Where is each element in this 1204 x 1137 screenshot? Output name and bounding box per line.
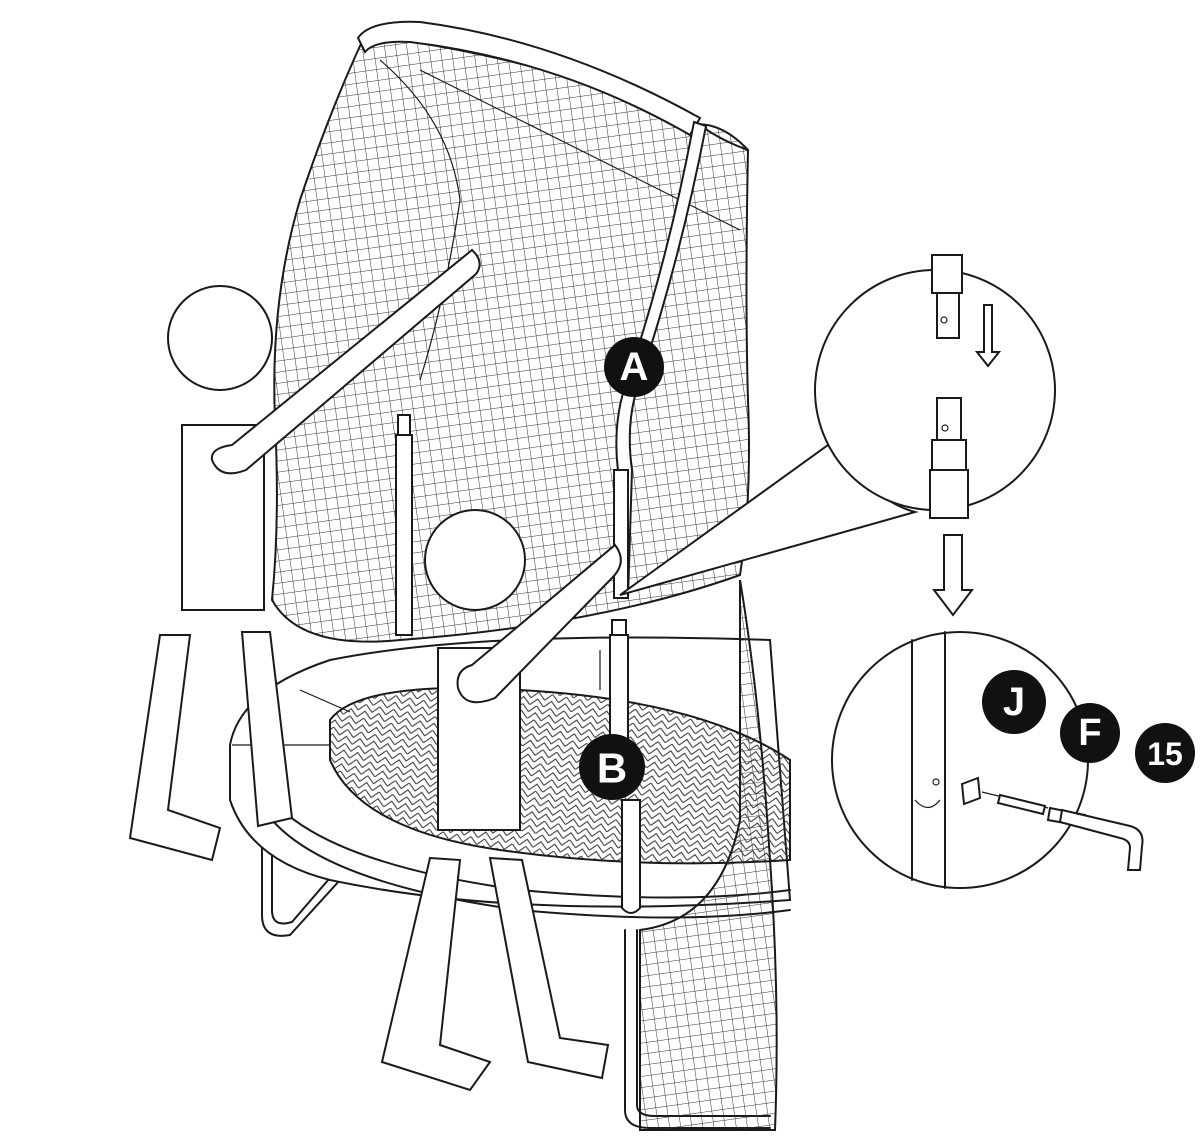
label-a-text: A	[620, 345, 649, 389]
detail-callout-top	[619, 254, 1056, 596]
inner-pole	[395, 414, 413, 636]
person-left-figure	[128, 248, 481, 862]
label-f-text: F	[1078, 712, 1101, 754]
label-j-text: J	[1003, 680, 1025, 724]
label-b-badge: B	[579, 734, 645, 800]
label-j-badge: J	[982, 670, 1046, 734]
label-f-badge: F	[1060, 703, 1120, 763]
net-pole-b	[609, 619, 641, 914]
down-arrow-icon	[931, 534, 975, 617]
label-b-text: B	[597, 745, 627, 792]
label-15-text: 15	[1147, 736, 1183, 772]
person-right-figure	[380, 509, 622, 1092]
label-a-badge: A	[604, 337, 664, 397]
label-15-badge: 15	[1135, 723, 1195, 783]
